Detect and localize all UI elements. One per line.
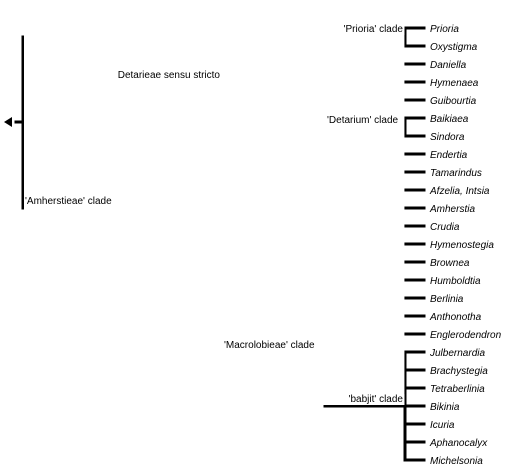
clade-label-background [24, 24, 405, 405]
taxon-label: Hymenostegia [430, 240, 494, 251]
clade-label-detarieae: Detarieae sensu stricto [118, 70, 221, 81]
taxon-label: Brownea [430, 258, 470, 269]
clade-label-background [24, 196, 114, 207]
taxon-label: Anthonotha [429, 312, 482, 323]
clade-label-background [326, 115, 400, 126]
clade-label-amherstieae: 'Amherstieae' clade [25, 196, 112, 207]
clade-label-background [116, 70, 222, 81]
taxon-label: Icuria [430, 420, 455, 431]
taxon-label: Humboldtia [430, 276, 481, 287]
clade-labels: 'Prioria' clade Detarieae sensu stricto … [24, 24, 405, 405]
taxon-label: Brachystegia [430, 366, 488, 377]
taxon-label: Baikiaea [430, 114, 469, 125]
clade-label-background [347, 394, 405, 405]
taxon-labels: Prioria Oxystigma Daniella Hymenaea Guib… [429, 24, 502, 467]
clade-label-detarium: 'Detarium' clade [327, 115, 399, 126]
taxon-label: Julbernardia [429, 348, 485, 359]
clade-label-prioria: 'Prioria' clade [344, 24, 404, 35]
taxon-label: Daniella [430, 60, 467, 71]
clade-label-background [342, 24, 405, 35]
taxon-label: Crudia [430, 222, 460, 233]
taxon-label: Michelsonia [430, 456, 483, 467]
taxon-label: Amherstia [429, 204, 475, 215]
taxon-label: Bikinia [430, 402, 460, 413]
taxon-label: Berlinia [430, 294, 464, 305]
clade-label-babjit: 'babjit' clade [349, 394, 404, 405]
taxon-label: Oxystigma [430, 42, 478, 53]
taxon-label: Sindora [430, 132, 465, 143]
taxon-label: Aphanocalyx [429, 438, 488, 449]
taxon-label: Prioria [430, 24, 459, 35]
taxon-label: Endertia [430, 150, 468, 161]
taxon-label: Afzelia, Intsia [429, 186, 490, 197]
taxon-label: Hymenaea [430, 78, 479, 89]
taxon-label: Englerodendron [430, 330, 502, 341]
root-arrow-icon [4, 117, 12, 127]
clade-label-macrolobieae: 'Macrolobieae' clade [224, 340, 315, 351]
taxon-label: Guibourtia [430, 96, 477, 107]
taxon-label: Tamarindus [430, 168, 482, 179]
taxon-label: Tetraberlinia [430, 384, 485, 395]
clade-label-background [223, 340, 316, 351]
